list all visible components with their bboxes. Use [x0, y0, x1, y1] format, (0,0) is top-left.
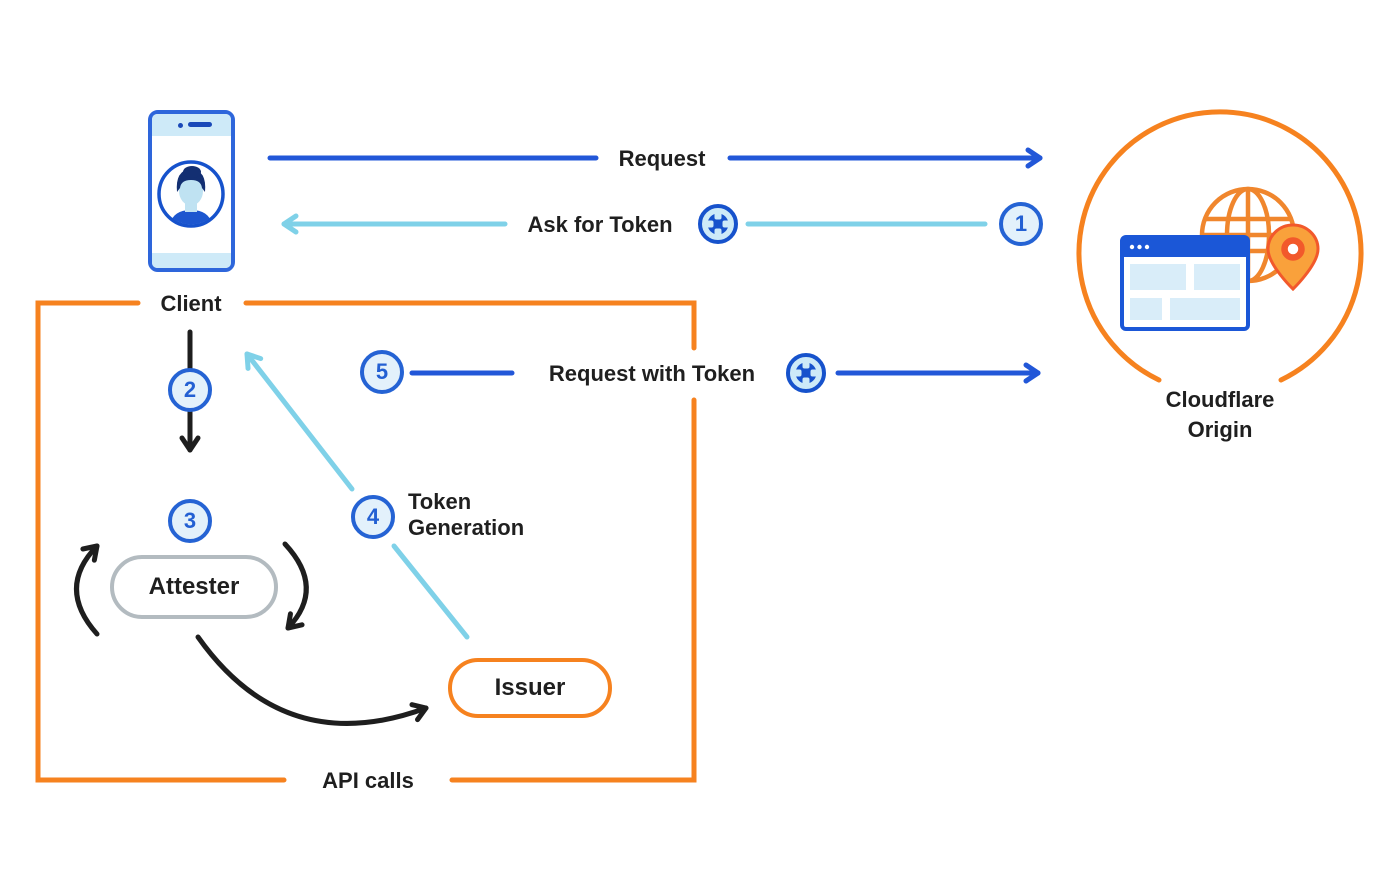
step-2-number: 2 — [183, 377, 197, 402]
attester-node: Attester — [110, 555, 278, 619]
phone-home-bar — [152, 253, 231, 268]
step-3-badge: 3 — [168, 499, 212, 543]
token-generation-label: Token Generation — [408, 489, 524, 541]
token-generation-arrow — [244, 351, 470, 640]
attestation-cycle-arrows — [74, 541, 429, 726]
step-1-number: 1 — [1014, 211, 1028, 236]
step-1-badge: 1 — [999, 202, 1043, 246]
step-5-badge: 5 — [360, 350, 404, 394]
issuer-node: Issuer — [448, 658, 612, 718]
step-5-number: 5 — [375, 359, 389, 384]
attester-label: Attester — [148, 573, 240, 600]
cloudflare-origin-label: Cloudflare Origin — [1120, 385, 1320, 445]
token-icon — [698, 204, 738, 244]
issuer-label: Issuer — [494, 674, 566, 701]
request-with-token-label: Request with Token — [548, 361, 756, 386]
cloudflare-origin-label-line2: Origin — [1187, 417, 1253, 442]
phone-speaker-dash — [188, 122, 212, 127]
token-generation-label-line1: Token — [408, 489, 472, 514]
request-label: Request — [618, 146, 706, 171]
cloudflare-origin-circle — [1076, 109, 1364, 383]
step-3-number: 3 — [183, 508, 197, 533]
step-4-badge: 4 — [351, 495, 395, 539]
api-calls-label: API calls — [322, 768, 414, 793]
user-avatar-icon — [157, 160, 225, 228]
phone-camera-dot — [178, 123, 183, 128]
step-2-badge: 2 — [168, 368, 212, 412]
cloudflare-origin-label-line1: Cloudflare — [1165, 387, 1275, 412]
client-phone-icon — [148, 110, 235, 272]
token-icon — [786, 353, 826, 393]
phone-speaker-bar — [152, 114, 231, 136]
api-calls-box-border — [35, 300, 697, 783]
browser-window-icon — [1120, 235, 1250, 331]
step-4-number: 4 — [366, 504, 380, 529]
location-pin-icon — [1266, 223, 1320, 292]
ask-for-token-label: Ask for Token — [527, 212, 673, 237]
token-generation-label-line2: Generation — [408, 515, 525, 540]
cloudflare-origin-artwork — [1120, 186, 1320, 331]
client-label: Client — [160, 291, 222, 316]
